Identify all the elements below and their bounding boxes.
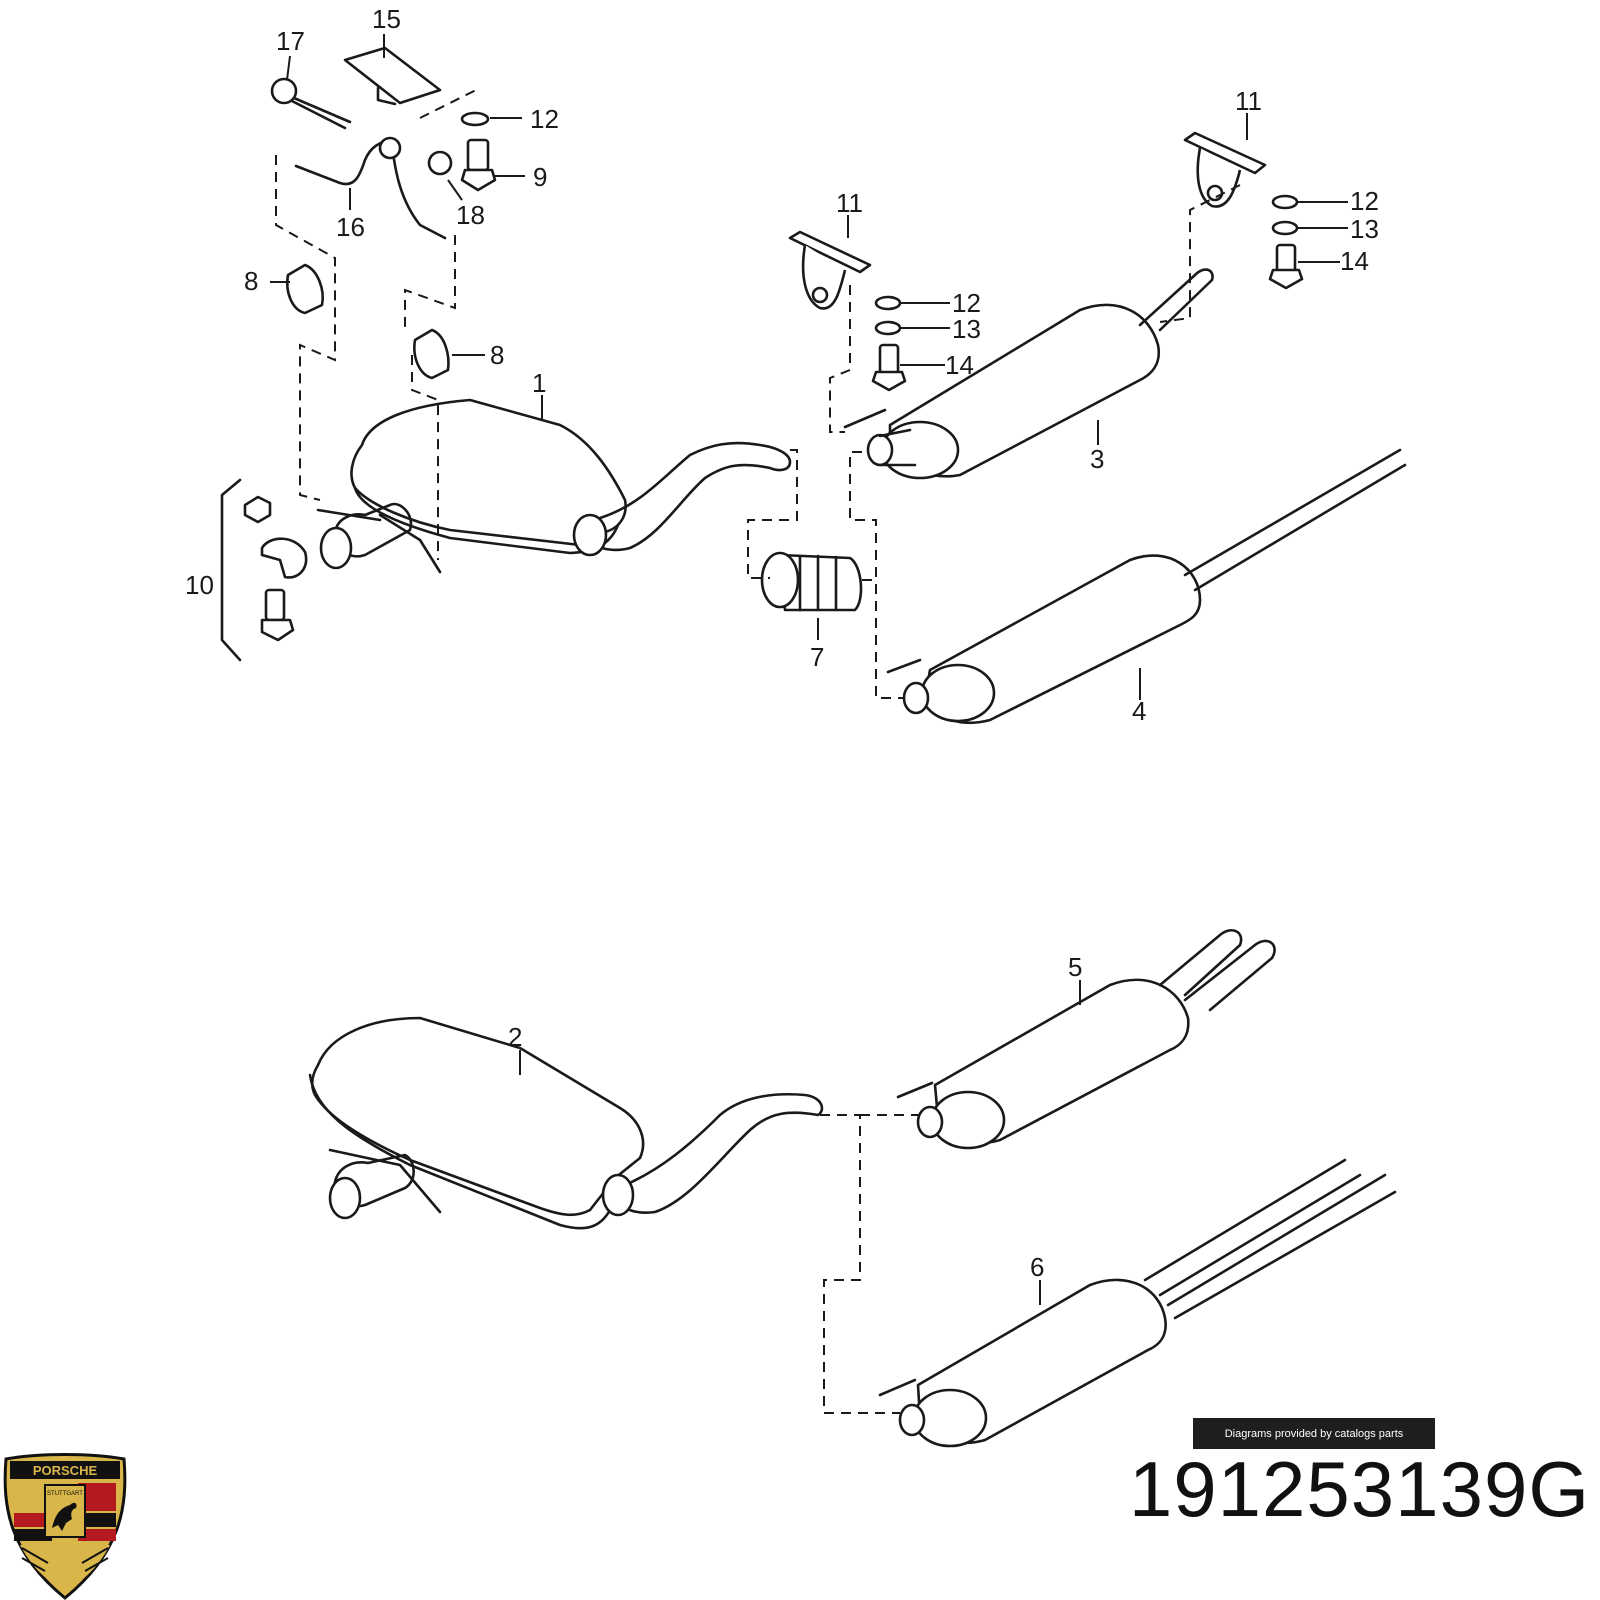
callout-11: 11 [836, 188, 863, 218]
rear-silencer-6 [878, 1158, 1397, 1448]
callout-4: 4 [1132, 696, 1146, 726]
callout-18: 18 [456, 200, 485, 230]
callout-15: 15 [372, 4, 401, 34]
callout-7: 7 [810, 642, 824, 672]
dashed-guide [275, 155, 336, 501]
callout-2: 2 [508, 1022, 522, 1052]
callout-12: 12 [952, 288, 981, 318]
callout-17: 17 [276, 26, 305, 56]
callout-11: 11 [1235, 86, 1262, 116]
bolt-washer-12-13-14-middle [871, 295, 907, 392]
callout-14: 14 [1340, 246, 1369, 276]
coupling-sleeve-7 [760, 551, 863, 612]
hanger-assembly [270, 46, 453, 240]
callout-16: 16 [336, 212, 365, 242]
part-number: 191253139G [1128, 1445, 1590, 1533]
rubber-mounts-8 [286, 263, 450, 380]
callout-13: 13 [1350, 214, 1379, 244]
callout-9: 9 [533, 162, 547, 192]
dashed-guide [820, 1114, 900, 1414]
callout-8: 8 [244, 266, 258, 296]
callout-13: 13 [952, 314, 981, 344]
callout-10: 10 [185, 570, 214, 600]
porsche-crest-logo: PORSCHE STUTTGART [3, 1453, 127, 1600]
callout-8: 8 [490, 340, 504, 370]
clamp-assembly-10 [220, 478, 308, 662]
dashed-guide [404, 235, 456, 330]
hanger-11-right [1183, 131, 1267, 208]
logo-city: STUTTGART [47, 1491, 83, 1497]
callout-12: 12 [1350, 186, 1379, 216]
logo-word: PORSCHE [33, 1463, 98, 1478]
callout-5: 5 [1068, 952, 1082, 982]
dashed-guide [419, 87, 481, 119]
rear-silencer-4 [886, 448, 1407, 725]
dashed-guide [849, 451, 906, 699]
hanger-11-middle [788, 230, 872, 310]
callout-6: 6 [1030, 1252, 1044, 1282]
callout-14: 14 [945, 350, 974, 380]
dashed-guide [411, 355, 439, 560]
bolt-washer-9-12 [460, 111, 497, 192]
dashed-guide [747, 449, 798, 579]
dashed-guide [1159, 184, 1241, 323]
leader-lines [270, 34, 1348, 1305]
callout-3: 3 [1090, 444, 1104, 474]
credit-badge: Diagrams provided by catalogs parts [1193, 1418, 1435, 1449]
front-muffler-2 [308, 1016, 824, 1230]
callout-1: 1 [532, 368, 546, 398]
front-muffler-1 [316, 398, 792, 574]
callout-12: 12 [530, 104, 559, 134]
rear-silencer-3 [843, 268, 1214, 480]
bolt-washer-12-13-14-right [1268, 194, 1304, 290]
dashed-guide [829, 285, 851, 433]
rear-silencer-5 [896, 929, 1276, 1150]
